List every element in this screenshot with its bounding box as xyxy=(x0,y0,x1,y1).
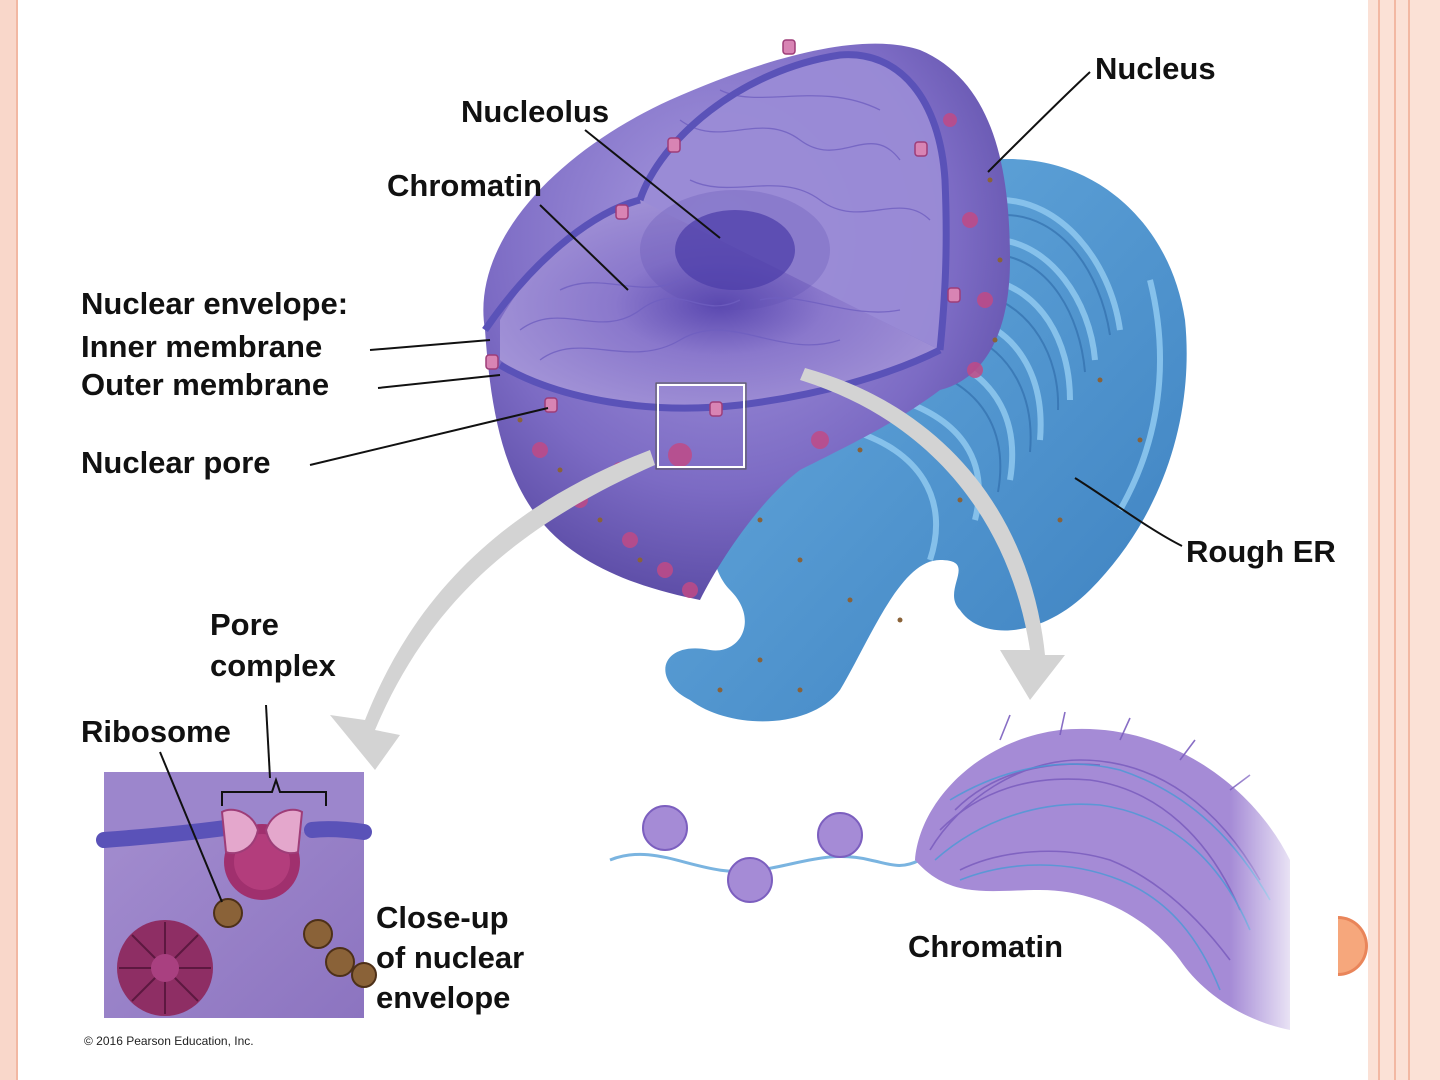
nuclear-envelope-closeup xyxy=(104,772,376,1018)
copyright-notice: © 2016 Pearson Education, Inc. xyxy=(84,1034,254,1048)
label-nuclear-envelope: Nuclear envelope: xyxy=(81,285,348,323)
label-ribosome: Ribosome xyxy=(81,713,231,751)
label-complex: complex xyxy=(210,647,336,685)
label-closeup-1: Close-up xyxy=(376,899,509,937)
label-nucleolus: Nucleolus xyxy=(461,93,609,131)
label-chromatin-top: Chromatin xyxy=(387,167,542,205)
label-rough-er: Rough ER xyxy=(1186,533,1336,571)
label-closeup-2: of nuclear xyxy=(376,939,524,977)
chromatin-fiber xyxy=(610,712,1310,1040)
label-inner-membrane: Inner membrane xyxy=(81,328,322,366)
label-nucleus: Nucleus xyxy=(1095,50,1216,88)
label-nuclear-pore: Nuclear pore xyxy=(81,444,271,482)
label-closeup-3: envelope xyxy=(376,979,510,1017)
label-pore: Pore xyxy=(210,606,279,644)
label-outer-membrane: Outer membrane xyxy=(81,366,329,404)
label-chromatin-bottom: Chromatin xyxy=(908,928,1063,966)
